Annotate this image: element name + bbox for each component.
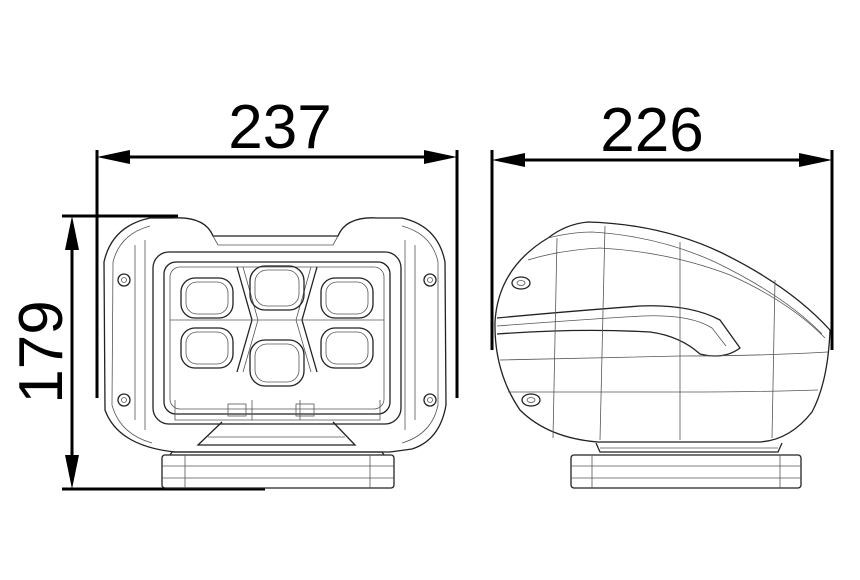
side-screw-icon <box>511 276 541 407</box>
front-view <box>103 217 447 489</box>
front-base <box>161 454 395 489</box>
lens-inner-frame <box>163 261 391 415</box>
side-housing-outline <box>494 221 831 443</box>
side-view <box>494 221 831 489</box>
front-stand <box>196 421 357 446</box>
led-module-icon <box>180 265 374 387</box>
side-accent-wing <box>496 305 741 357</box>
dimension-label-179: 179 <box>7 300 76 403</box>
screw-icon <box>117 273 437 407</box>
dimension-height: 179 <box>7 214 265 491</box>
dimension-label-237: 237 <box>228 93 331 162</box>
dimension-front-width: 237 <box>95 93 459 398</box>
side-base <box>570 454 802 489</box>
front-housing-outline <box>103 217 447 453</box>
dimension-side-width: 226 <box>490 96 834 350</box>
dimension-label-226: 226 <box>600 96 703 165</box>
lens-outer-frame <box>152 251 402 425</box>
